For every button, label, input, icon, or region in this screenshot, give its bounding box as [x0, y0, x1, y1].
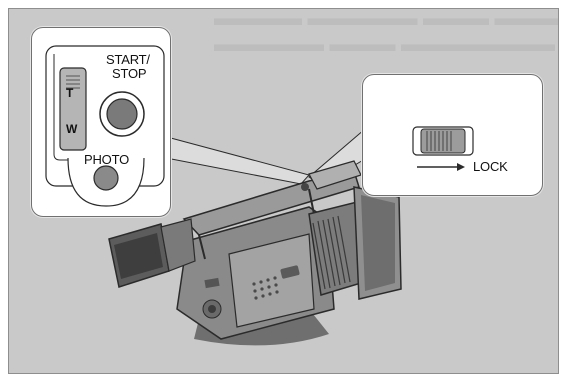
zoom-tele-label: T: [66, 86, 73, 100]
start-stop-label-line2: STOP: [112, 66, 146, 81]
lock-callout: LOCK: [362, 74, 543, 196]
photo-label: PHOTO: [84, 152, 129, 167]
zoom-wide-label: W: [66, 122, 77, 136]
controls-callout: T W START/ STOP PHOTO: [31, 27, 171, 217]
photo-button-icon: [94, 166, 118, 190]
lock-label: LOCK: [473, 159, 508, 174]
lock-switch-drawing: [363, 75, 542, 195]
illustration-frame: ▬▬▬▬ ▬▬▬▬▬ ▬▬▬ ▬▬▬▬▬▬ ▬▬▬▬▬ ▬▬▬ ▬▬▬▬▬▬▬: [8, 8, 559, 374]
right-arrow-icon: [417, 163, 465, 171]
start-stop-label-line1: START/: [106, 52, 150, 67]
